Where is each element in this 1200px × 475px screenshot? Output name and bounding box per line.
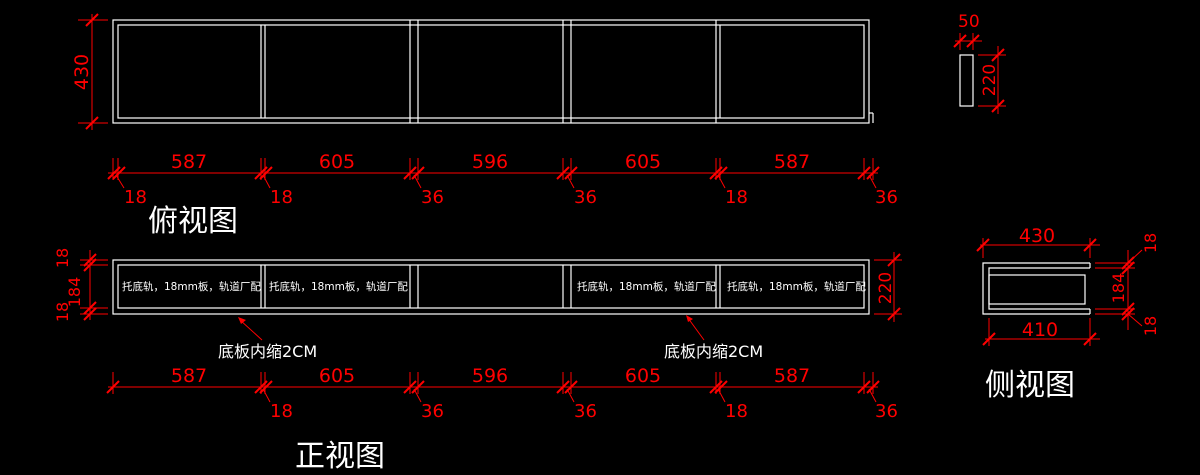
top-gap-4: 36 <box>574 187 597 208</box>
side-right-top-label: 18 <box>1141 233 1160 253</box>
top-width-3: 596 <box>472 151 508 173</box>
side-view-dimensions: 430 410 18 184 18 <box>976 225 1160 346</box>
side-right-mid-label: 184 <box>1109 273 1128 304</box>
top-width-4: 605 <box>625 151 661 173</box>
front-top-board-label: 18 <box>53 248 72 268</box>
front-width-4: 605 <box>625 365 661 387</box>
front-height-label: 220 <box>876 272 896 304</box>
front-view: 托底轨，18mm板，轨道厂配 托底轨，18mm板，轨道厂配 托底轨，18mm板，… <box>112 259 870 315</box>
front-width-5: 587 <box>774 365 810 387</box>
front-gap-4: 18 <box>725 401 748 422</box>
top-gap-1: 18 <box>124 187 147 208</box>
shelf-note-2: 托底轨，18mm板，轨道厂配 <box>269 280 408 293</box>
front-view-title: 正视图 <box>295 439 385 474</box>
top-width-1: 587 <box>171 151 207 173</box>
front-width-1: 587 <box>171 365 207 387</box>
small-detail: 50 220 <box>953 12 1006 114</box>
front-width-2: 605 <box>319 365 355 387</box>
top-view-outer <box>112 19 870 124</box>
depth-dimension: 430 <box>71 13 108 130</box>
top-width-5: 587 <box>774 151 810 173</box>
shelf-note-1: 托底轨，18mm板，轨道厂配 <box>122 280 261 293</box>
inset-note-left: 底板内缩2CM <box>218 342 317 361</box>
top-view-inner <box>117 24 865 119</box>
side-right-bottom-label: 18 <box>1141 316 1160 336</box>
top-gap-5: 18 <box>725 187 748 208</box>
small-detail-rect <box>959 54 974 107</box>
front-gap-1: 18 <box>270 401 293 422</box>
front-gap-2: 36 <box>421 401 444 422</box>
side-view-inner <box>988 274 1086 305</box>
small-width-label: 50 <box>958 12 980 32</box>
front-left-dimensions: 18 184 18 <box>53 248 108 322</box>
front-bottom-board-label: 18 <box>53 302 72 322</box>
inset-note-right: 底板内缩2CM <box>664 342 763 361</box>
front-right-dimension: 220 <box>874 252 902 322</box>
side-top-label: 430 <box>1019 225 1055 247</box>
top-view-dimension-chain: 587 605 596 605 587 18 18 36 36 18 36 <box>107 151 898 208</box>
top-view-title: 俯视图 <box>148 204 238 239</box>
depth-label: 430 <box>71 54 93 90</box>
side-bottom-label: 410 <box>1022 319 1058 341</box>
front-view-inner <box>117 264 865 309</box>
top-gap-2: 18 <box>270 187 293 208</box>
top-view-partitions <box>260 20 721 123</box>
front-view-dimension-chain: 587 605 596 605 587 18 36 36 18 36 <box>106 365 898 422</box>
front-width-3: 596 <box>472 365 508 387</box>
small-height-label: 220 <box>980 64 1000 96</box>
side-view <box>982 262 1091 315</box>
front-gap-3: 36 <box>574 401 597 422</box>
inset-notes: 底板内缩2CM 底板内缩2CM <box>218 315 763 361</box>
top-gap-3: 36 <box>421 187 444 208</box>
top-gap-6: 36 <box>875 187 898 208</box>
shelf-note-3: 托底轨，18mm板，轨道厂配 <box>577 280 716 293</box>
side-view-title: 侧视图 <box>985 368 1075 403</box>
top-view <box>112 19 874 124</box>
front-view-outer <box>112 259 870 315</box>
top-width-2: 605 <box>319 151 355 173</box>
front-gap-5: 36 <box>875 401 898 422</box>
shelf-note-4: 托底轨，18mm板，轨道厂配 <box>727 280 866 293</box>
front-inner-height-label: 184 <box>65 277 84 308</box>
